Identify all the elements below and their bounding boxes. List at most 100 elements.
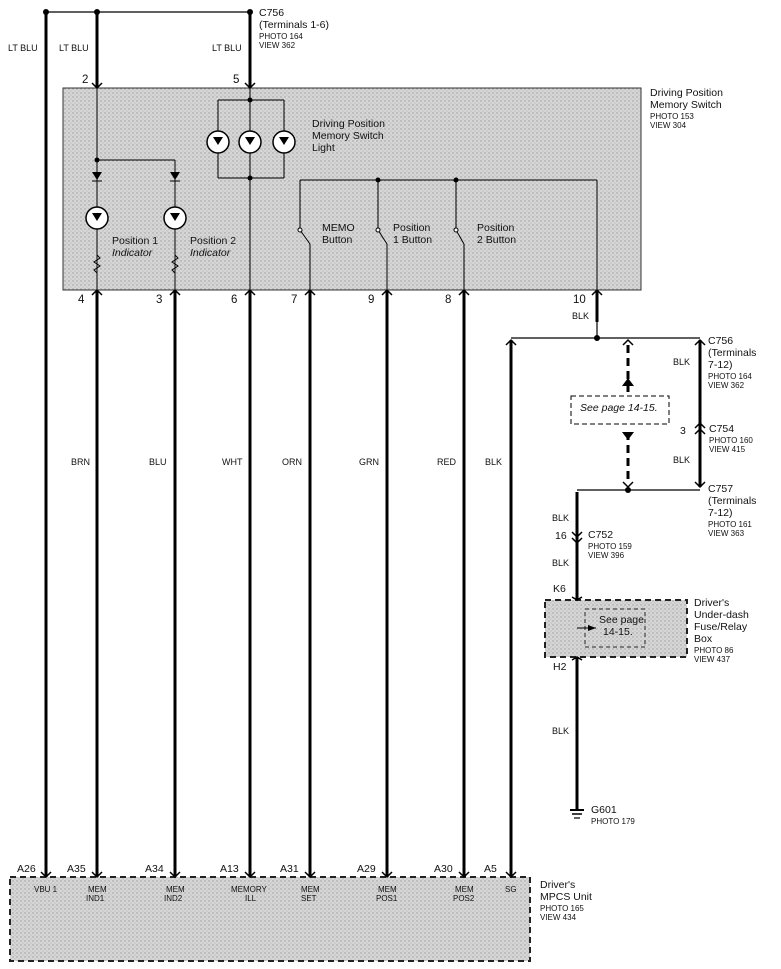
switch-title-2: Memory Switch xyxy=(650,99,722,111)
pin-7: 7 xyxy=(291,294,298,306)
pos2-indicator-2: Indicator xyxy=(190,247,231,259)
c754-pin: 3 xyxy=(680,425,686,437)
light-label-1: Driving Position xyxy=(312,118,385,130)
ground-id: G601 xyxy=(591,804,617,816)
mpcs-photo: PHOTO 165 xyxy=(540,904,584,913)
c752-id: C752 xyxy=(588,529,614,541)
wire-color-orn: ORN xyxy=(282,457,302,467)
pin-6: 6 xyxy=(231,294,238,306)
fuse-name-1: Driver's xyxy=(694,597,730,609)
wire-color-blk: BLK xyxy=(673,357,691,367)
pin-3: 3 xyxy=(156,294,163,306)
switch-view: VIEW 304 xyxy=(650,121,687,130)
mpcs-term-vbu1: VBU 1 xyxy=(34,885,58,894)
light-label-2: Memory Switch xyxy=(312,130,384,142)
c754-id: C754 xyxy=(709,423,735,435)
c756-top-id: C756 xyxy=(259,7,285,19)
wire-color-lt-blu: LT BLU xyxy=(212,43,242,53)
mpcs-term-mem: MEM xyxy=(455,885,474,894)
c756-right-view: VIEW 362 xyxy=(708,381,745,390)
wire-color-blk: BLK xyxy=(485,457,503,467)
pin-2: 2 xyxy=(82,74,89,86)
mpcs-pin: A5 xyxy=(484,863,497,875)
wire-color-blk: BLK xyxy=(552,558,570,568)
c757-detail2: 7-12) xyxy=(708,507,733,519)
pos2-button-1: Position xyxy=(477,222,515,234)
mpcs-name-1: Driver's xyxy=(540,879,576,891)
wire-color-brn: BRN xyxy=(71,457,91,467)
c756-right-detail2: 7-12) xyxy=(708,359,733,371)
see-page-note: See page 14-15. xyxy=(580,402,658,414)
pos2-indicator-1: Position 2 xyxy=(190,235,237,247)
wire-color-red: RED xyxy=(437,457,457,467)
c757-photo: PHOTO 161 xyxy=(708,520,752,529)
pin-5: 5 xyxy=(233,74,240,86)
fuse-see-2: 14-15. xyxy=(603,626,633,638)
c756-right-photo: PHOTO 164 xyxy=(708,372,752,381)
fuse-see-1: See page xyxy=(599,614,644,626)
mpcs-term-ind2: IND2 xyxy=(164,894,183,903)
mpcs-term-memory: MEMORY xyxy=(231,885,267,894)
memo-button-2: Button xyxy=(322,234,353,246)
mpcs-term-mem: MEM xyxy=(88,885,107,894)
mpcs-pin: A30 xyxy=(434,863,453,875)
mpcs-term-mem: MEM xyxy=(378,885,397,894)
mpcs-name-2: MPCS Unit xyxy=(540,891,592,903)
c757-detail1: (Terminals xyxy=(708,495,757,507)
mpcs-pin: A26 xyxy=(17,863,36,875)
wire-color-blk: BLK xyxy=(572,311,590,321)
mpcs-pin: A35 xyxy=(67,863,86,875)
mpcs-unit-box xyxy=(9,876,531,962)
c756-top-view: VIEW 362 xyxy=(259,41,296,50)
wire-color-blk: BLK xyxy=(673,455,691,465)
wire-color-lt-blu: LT BLU xyxy=(8,43,38,53)
c756-top-photo: PHOTO 164 xyxy=(259,32,303,41)
pin-10: 10 xyxy=(573,294,586,306)
c754-view: VIEW 415 xyxy=(709,445,746,454)
mpcs-pin: A31 xyxy=(280,863,299,875)
pin-9: 9 xyxy=(368,294,375,306)
fuse-photo: PHOTO 86 xyxy=(694,646,734,655)
wire-color-blu: BLU xyxy=(149,457,167,467)
wire-color-grn: GRN xyxy=(359,457,379,467)
fuse-pin-h2: H2 xyxy=(553,661,567,673)
pos1-indicator-2: Indicator xyxy=(112,247,153,259)
mpcs-term-set: SET xyxy=(301,894,317,903)
mpcs-term-pos2: POS2 xyxy=(453,894,475,903)
fuse-view: VIEW 437 xyxy=(694,655,731,664)
fuse-name-3: Fuse/Relay xyxy=(694,621,748,633)
wire-color-lt-blu: LT BLU xyxy=(59,43,89,53)
mpcs-pin: A13 xyxy=(220,863,239,875)
pos1-button-2: 1 Button xyxy=(393,234,433,246)
mpcs-term-mem: MEM xyxy=(301,885,320,894)
fuse-name-2: Under-dash xyxy=(694,609,749,621)
fuse-pin-k6: K6 xyxy=(553,583,566,595)
light-label-3: Light xyxy=(312,142,335,154)
c756-right-id: C756 xyxy=(708,335,734,347)
mpcs-pin: A34 xyxy=(145,863,164,875)
mpcs-pin: A29 xyxy=(357,863,376,875)
memory-switch-box xyxy=(62,87,642,291)
pin-4: 4 xyxy=(78,294,85,306)
mpcs-term-mem: MEM xyxy=(166,885,185,894)
c752-photo: PHOTO 159 xyxy=(588,542,632,551)
fuse-name-4: Box xyxy=(694,633,713,645)
mpcs-term-ind1: IND1 xyxy=(86,894,105,903)
ground-photo: PHOTO 179 xyxy=(591,817,635,826)
pin-8: 8 xyxy=(445,294,452,306)
c757-view: VIEW 363 xyxy=(708,529,745,538)
mpcs-term-ill: ILL xyxy=(245,894,257,903)
pos1-button-1: Position xyxy=(393,222,431,234)
c756-right-detail1: (Terminals xyxy=(708,347,757,359)
c754-photo: PHOTO 160 xyxy=(709,436,753,445)
memo-button-1: MEMO xyxy=(322,222,355,234)
c752-pin: 16 xyxy=(555,530,567,542)
mpcs-term-pos1: POS1 xyxy=(376,894,398,903)
mpcs-view: VIEW 434 xyxy=(540,913,577,922)
switch-photo: PHOTO 153 xyxy=(650,112,694,121)
pos2-button-2: 2 Button xyxy=(477,234,517,246)
c757-id: C757 xyxy=(708,483,734,495)
wire-color-wht: WHT xyxy=(222,457,243,467)
switch-title-1: Driving Position xyxy=(650,87,723,99)
